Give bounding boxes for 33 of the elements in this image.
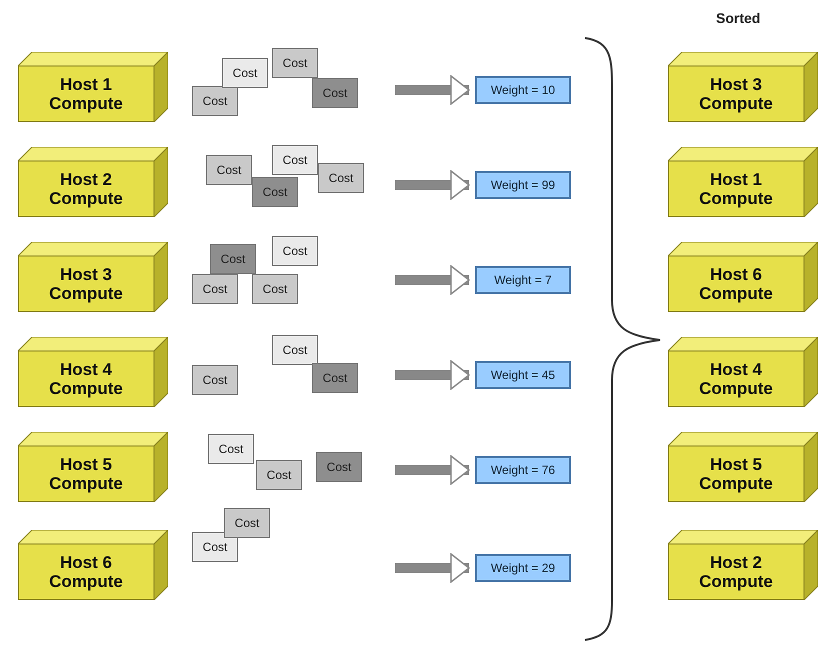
- block-arrow: [395, 170, 470, 200]
- cost-card: Cost: [272, 236, 318, 266]
- cost-card: Cost: [222, 58, 268, 88]
- weight-box: Weight = 99: [475, 171, 571, 199]
- cost-card: Cost: [272, 48, 318, 78]
- cost-card: Cost: [312, 78, 358, 108]
- column-heading: Sorted: [716, 10, 760, 26]
- cost-card: Cost: [206, 155, 252, 185]
- weight-box: Weight = 29: [475, 554, 571, 582]
- cost-card: Cost: [312, 363, 358, 393]
- weight-box: Weight = 45: [475, 361, 571, 389]
- cost-card: Cost: [316, 452, 362, 482]
- block-arrow: [395, 360, 470, 390]
- cost-card: Cost: [192, 274, 238, 304]
- weight-box: Weight = 76: [475, 456, 571, 484]
- block-arrow: [395, 455, 470, 485]
- cost-card: Cost: [252, 274, 298, 304]
- cost-card: Cost: [272, 145, 318, 175]
- cost-card: Cost: [192, 86, 238, 116]
- block-arrow: [395, 553, 470, 583]
- weight-box: Weight = 7: [475, 266, 571, 294]
- cost-card: Cost: [192, 365, 238, 395]
- cost-card: Cost: [272, 335, 318, 365]
- cost-card: Cost: [208, 434, 254, 464]
- cost-card: Cost: [252, 177, 298, 207]
- cost-card: Cost: [210, 244, 256, 274]
- block-arrow: [395, 265, 470, 295]
- cost-card: Cost: [224, 508, 270, 538]
- cost-card: Cost: [318, 163, 364, 193]
- cost-card: Cost: [256, 460, 302, 490]
- weight-box: Weight = 10: [475, 76, 571, 104]
- cost-card: Cost: [192, 532, 238, 562]
- block-arrow: [395, 75, 470, 105]
